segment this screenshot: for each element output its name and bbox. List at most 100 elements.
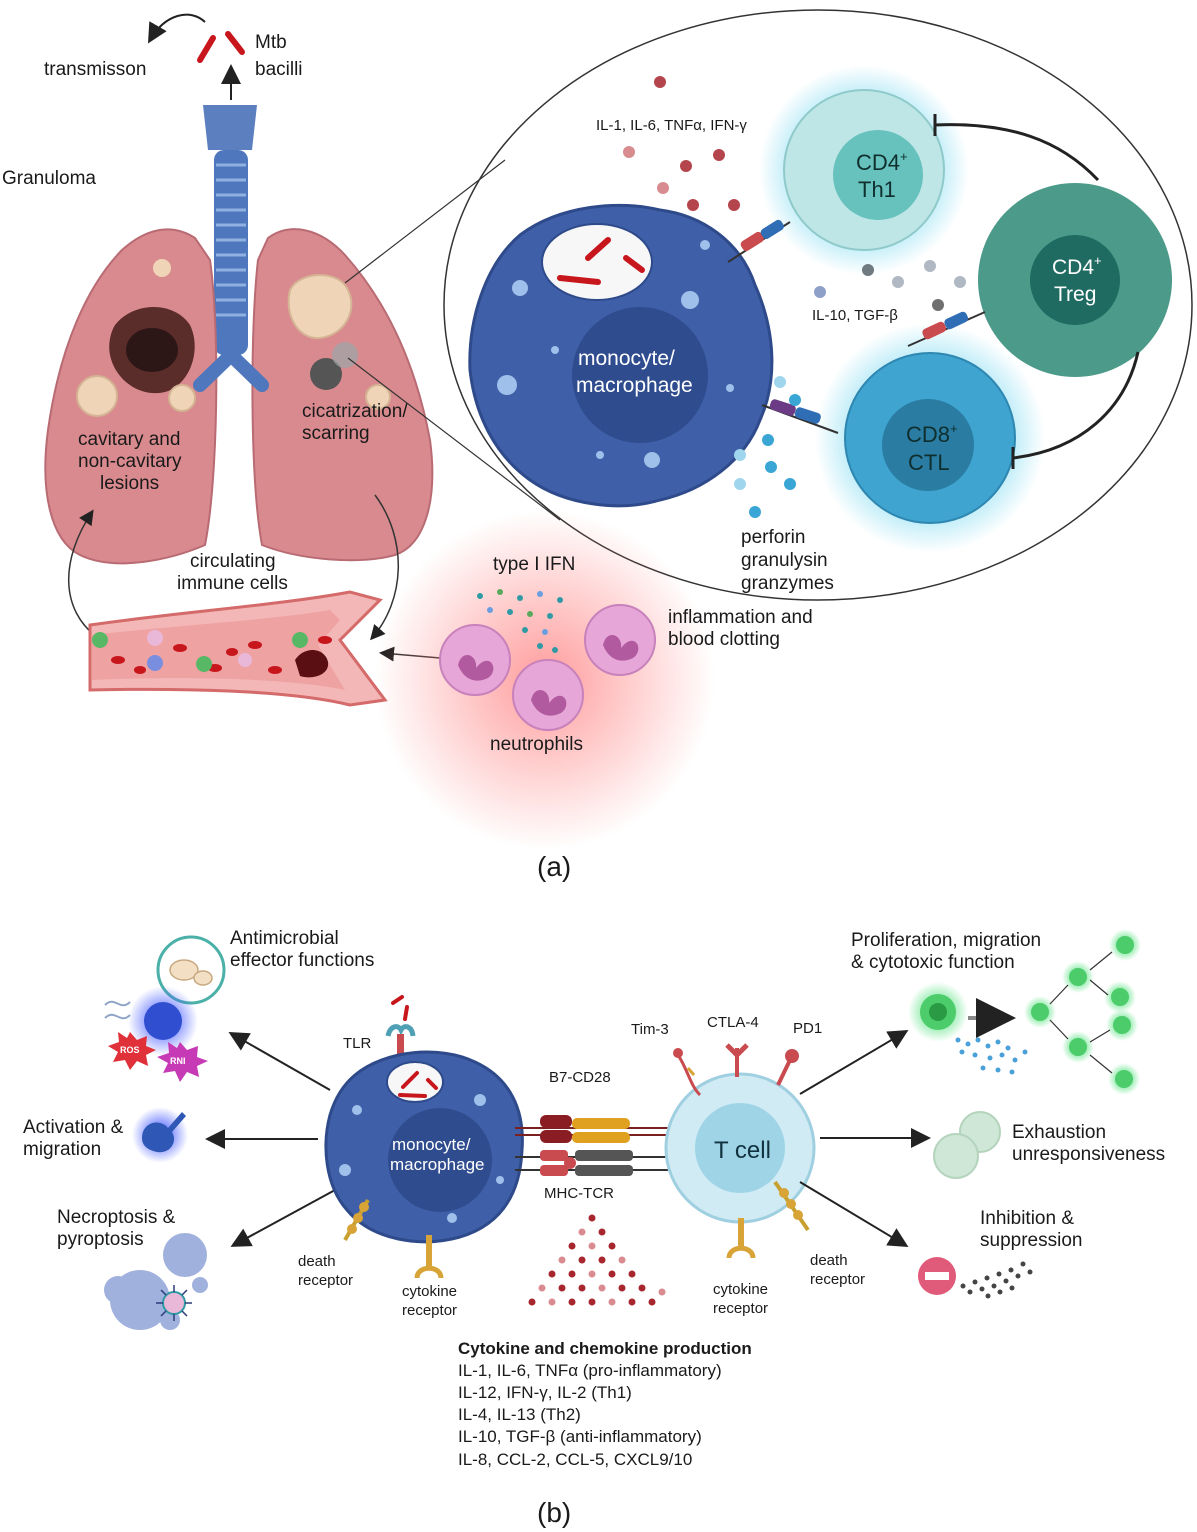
treg-inhibits-th1: [934, 123, 1100, 182]
arrow-to-antimicrobial: [228, 1032, 331, 1091]
macrophage-b-label-1: monocyte/: [392, 1135, 471, 1154]
granuloma-zoom: [443, 9, 1193, 601]
cavity-core: [126, 328, 178, 372]
nodule-3: [153, 259, 171, 277]
cytokine-line-2: IL-12, IFN-γ, IL-2 (Th1): [458, 1383, 632, 1402]
lesions-label-1: cavitary and: [78, 429, 180, 450]
necroptosis-label-2: pyroptosis: [57, 1229, 144, 1250]
tcell-label: T cell: [714, 1137, 771, 1164]
anti-cytokine-particles: [814, 260, 966, 311]
ctla4-receptor-icon: [725, 1043, 749, 1077]
death-receptor-right-icon: [773, 1180, 810, 1232]
cytotoxic-granules: [734, 376, 801, 518]
macrophage-b-bacilli-icon: [398, 1071, 438, 1098]
granuloma-label: Granuloma: [2, 168, 96, 189]
activated-macrophage-icon: [144, 1002, 182, 1040]
treg-receptor-pair: [907, 311, 986, 347]
transmission-label: transmisson: [44, 59, 146, 80]
exhaustion-label-1: Exhaustion: [1012, 1122, 1106, 1143]
circulating-label-1: circulating: [190, 551, 276, 572]
necroptosis-label-1: Necroptosis &: [57, 1207, 176, 1228]
macrophage-b-nucleus: [388, 1108, 492, 1212]
tlr-bacilli-icon: [391, 995, 409, 1021]
pd1-receptor-icon: [776, 1049, 799, 1086]
death-receptor-right-2: receptor: [810, 1271, 865, 1288]
exhaustion-label-2: unresponsiveness: [1012, 1144, 1165, 1165]
circulating-label-2: immune cells: [177, 573, 288, 594]
transmission-arrow: [147, 13, 206, 44]
cytokine-receptor-left-icon: [414, 1235, 444, 1279]
proliferation-label-2: & cytotoxic function: [851, 952, 1015, 973]
circulation-arrow-right: [370, 494, 400, 641]
pro-cytokines-label: IL-1, IL-6, TNFα, IFN-γ: [596, 117, 747, 134]
cytokine-line-1: IL-1, IL-6, TNFα (pro-inflammatory): [458, 1361, 722, 1380]
panel-a-label: (a): [537, 851, 571, 882]
pd1-label: PD1: [793, 1020, 822, 1037]
tim3-label: Tim-3: [631, 1021, 669, 1038]
perforin-label-1: perforin: [741, 527, 805, 548]
mtb-label-2: bacilli: [255, 59, 303, 80]
arrow-to-inhibition: [799, 1181, 909, 1248]
trachea: [203, 105, 257, 355]
circulation-arrow-left: [67, 509, 99, 639]
th1-receptor-pair: [727, 219, 791, 263]
phagosome-bacilli-icon: [557, 237, 645, 285]
scar-halo: [332, 342, 358, 368]
lesions-label-2: non-cavitary: [78, 451, 182, 472]
mhc-tcr-label: MHC-TCR: [544, 1185, 614, 1202]
inhibition-label-1: Inhibition &: [980, 1208, 1074, 1229]
arrow-to-necroptosis: [230, 1189, 336, 1247]
pro-cytokine-particles: [623, 76, 740, 211]
cytokine-receptor-left-1: cytokine: [402, 1283, 457, 1300]
inflammation-label-1: inflammation and: [668, 607, 813, 628]
perforin-label-3: granzymes: [741, 573, 834, 594]
neutrophil-3: [512, 659, 584, 731]
perforin-label-2: granulysin: [741, 550, 828, 571]
cytokine-line-5: IL-8, CCL-2, CCL-5, CXCL9/10: [458, 1450, 692, 1469]
inhibition-label-2: suppression: [980, 1230, 1082, 1251]
ctl-label-2: CTL: [908, 450, 950, 475]
tlr-label: TLR: [343, 1035, 372, 1052]
activation-label-1: Activation &: [23, 1117, 124, 1138]
ctl-nucleus: [882, 399, 974, 491]
mtb-bacilli-icon: [197, 31, 245, 63]
cytokine-title: Cytokine and chemokine production: [458, 1339, 752, 1358]
ros-label: ROS: [120, 1045, 140, 1055]
lesions-label-3: lesions: [100, 473, 159, 494]
mhc-tcr-complex: [515, 1150, 680, 1176]
neutrophils-label: neutrophils: [490, 734, 583, 755]
death-receptor-left-2: receptor: [298, 1272, 353, 1289]
cytokine-receptor-left-2: receptor: [402, 1302, 457, 1319]
neutrophil-1: [439, 624, 511, 696]
granuloma-nodule: [287, 274, 353, 340]
cytokine-receptor-right-icon: [726, 1218, 756, 1259]
antimicrobial-label-2: effector functions: [230, 950, 374, 971]
cytokine-production-particles: [528, 1214, 666, 1306]
il10-label: IL-10, TGF-β: [812, 307, 898, 324]
cytokine-line-3: IL-4, IL-13 (Th2): [458, 1405, 581, 1424]
cytokine-line-4: IL-10, TGF-β (anti-inflammatory): [458, 1427, 702, 1446]
treg-label-1: CD4+: [1052, 253, 1102, 279]
pyroptotic-cell-icon: [156, 1285, 192, 1321]
panel-a: transmisson Mtb bacilli Granuloma: [2, 9, 1193, 882]
dying-cells-icon: [104, 1233, 208, 1330]
rni-label: RNI: [170, 1056, 186, 1066]
proliferation-label-1: Proliferation, migration: [851, 930, 1041, 951]
panel-b-label: (b): [537, 1497, 571, 1528]
death-receptor-right-1: death: [810, 1252, 848, 1269]
tcell-nucleus: [695, 1103, 785, 1193]
macrophage-b-vesicles: [339, 1094, 504, 1223]
bronchi: [193, 348, 269, 392]
antimicrobial-label-1: Antimicrobial: [230, 928, 339, 949]
type-ifn-label: type I IFN: [493, 554, 575, 575]
scar-lesion: [310, 358, 342, 390]
tim3-receptor-icon: [673, 1048, 702, 1097]
ctla4-label: CTLA-4: [707, 1014, 759, 1031]
treg-nucleus: [1030, 235, 1120, 325]
inflammation-label-2: blood clotting: [668, 629, 780, 650]
macrophage-vesicles: [497, 240, 734, 468]
proliferating-tcells: [908, 929, 1141, 1095]
scarring-label-1: cicatrization/: [302, 401, 408, 422]
death-receptor-left-1: death: [298, 1253, 336, 1270]
